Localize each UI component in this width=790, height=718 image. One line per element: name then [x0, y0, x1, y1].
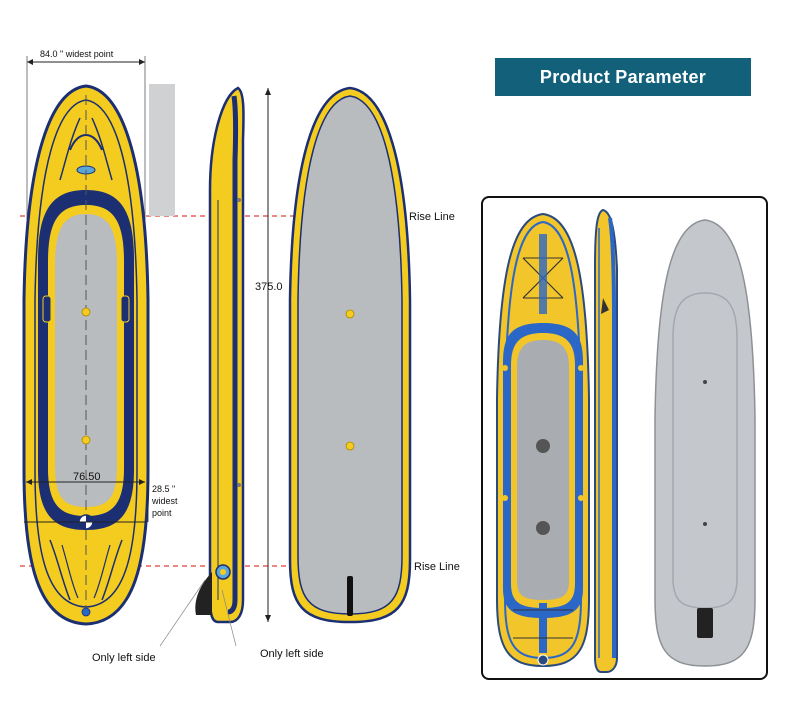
length-label: 375.0: [255, 281, 283, 293]
rise-line-top-label: Rise Line: [409, 211, 455, 223]
board-side-view: [195, 86, 245, 624]
rise-line-bottom-label: Rise Line: [414, 561, 460, 573]
tail-offset-label-2: widest: [151, 496, 178, 506]
tail-width-dimension: [24, 479, 149, 523]
length-dimension: [265, 88, 271, 622]
only-left-side-label-2: Only left side: [260, 648, 324, 660]
product-photo-frame: [481, 196, 768, 680]
product-photo: [496, 208, 756, 673]
board-top-view: [22, 84, 150, 626]
leader-line-2: [221, 589, 237, 647]
only-left-side-label-1: Only left side: [92, 652, 156, 664]
width-dimension: [26, 56, 146, 220]
photo-board-side: [594, 208, 618, 673]
photo-board-bottom: [654, 219, 756, 667]
tail-offset-label-3: point: [152, 508, 172, 518]
tail-width-label: 76.50: [73, 471, 101, 483]
rise-reference-block: [149, 84, 175, 216]
tail-offset-label-1: 28.5 ": [152, 484, 175, 494]
photo-board-top: [496, 212, 590, 668]
widest-width-label: 84.0 " widest point: [40, 49, 114, 59]
product-parameter-banner: Product Parameter: [495, 58, 751, 96]
leader-line-1: [159, 579, 206, 647]
board-bottom-view: [288, 86, 412, 624]
